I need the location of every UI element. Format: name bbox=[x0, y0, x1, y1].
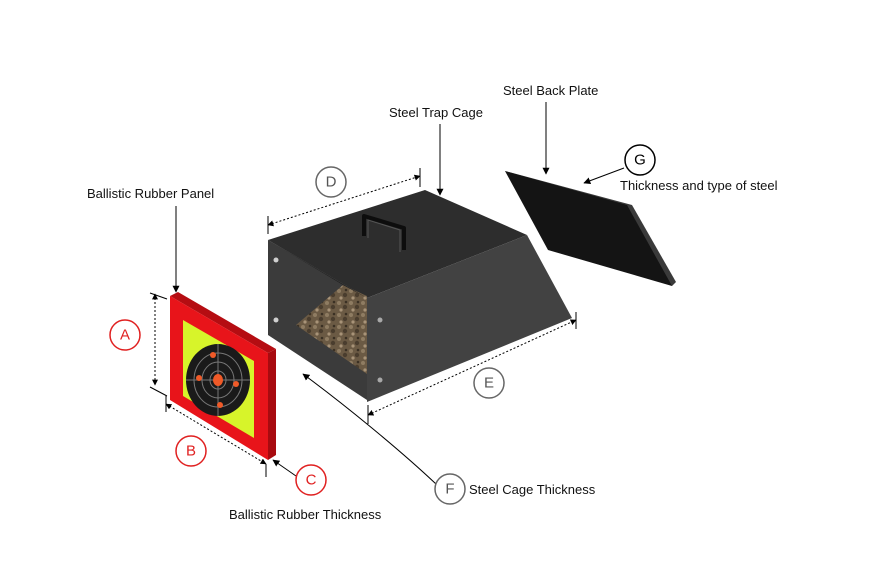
rubber-panel-top-edge bbox=[170, 292, 276, 353]
marker-a: A bbox=[109, 319, 141, 351]
marker-g-letter: G bbox=[634, 152, 646, 169]
marker-b-letter: B bbox=[186, 443, 196, 460]
label-thickness-and-type-of-steel: Thickness and type of steel bbox=[620, 178, 778, 193]
marker-g-circle bbox=[624, 144, 656, 176]
label-ballistic-rubber-panel: Ballistic Rubber Panel bbox=[87, 186, 214, 201]
rubber-panel-side-edge bbox=[268, 349, 276, 460]
marker-d-circle bbox=[315, 166, 347, 198]
marker-c-letter: C bbox=[306, 472, 317, 489]
marker-b: B bbox=[175, 435, 207, 467]
marker-a-letter: A bbox=[120, 327, 130, 344]
label-ballistic-rubber-thickness: Ballistic Rubber Thickness bbox=[229, 507, 382, 522]
marker-d: D bbox=[315, 166, 347, 198]
steel-trap-cage bbox=[268, 190, 572, 402]
marker-e-letter: E bbox=[484, 375, 494, 392]
bullseye-target-icon bbox=[186, 344, 250, 416]
cage-inner-shadow bbox=[268, 240, 367, 298]
marker-f-circle bbox=[434, 473, 466, 505]
ballistic-rubber-panel bbox=[170, 292, 276, 460]
marker-f-letter: F bbox=[445, 481, 454, 498]
steel-back-plate bbox=[505, 171, 676, 286]
cage-top-face bbox=[268, 190, 527, 298]
marker-e: E bbox=[473, 367, 505, 399]
marker-f: F bbox=[434, 473, 466, 505]
dimension-lines bbox=[149, 168, 577, 477]
label-steel-cage-thickness: Steel Cage Thickness bbox=[469, 482, 596, 497]
leader-arrows bbox=[172, 102, 625, 485]
marker-d-letter: D bbox=[326, 174, 337, 191]
marker-g: G bbox=[624, 144, 656, 176]
marker-c-circle bbox=[295, 464, 327, 496]
back-plate-face bbox=[505, 171, 672, 286]
marker-c: C bbox=[295, 464, 327, 496]
label-steel-trap-cage: Steel Trap Cage bbox=[389, 105, 483, 120]
label-steel-back-plate: Steel Back Plate bbox=[503, 83, 598, 98]
marker-e-circle bbox=[473, 367, 505, 399]
cage-gravel-opening bbox=[296, 285, 367, 374]
marker-a-circle bbox=[109, 319, 141, 351]
marker-b-circle bbox=[175, 435, 207, 467]
